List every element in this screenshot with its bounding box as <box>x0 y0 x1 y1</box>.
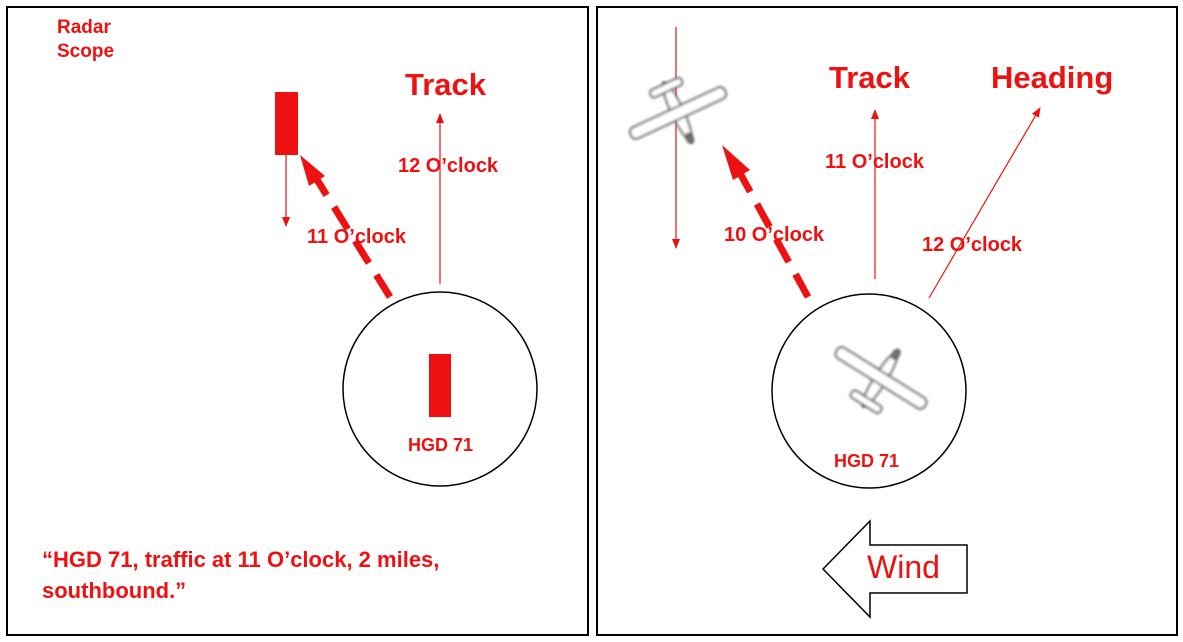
traffic-radar-target <box>275 92 298 155</box>
traffic-bearing-arrowhead <box>300 155 325 186</box>
traffic-clock-label-right: 10 O’clock <box>724 224 825 246</box>
track-label: Track <box>405 67 487 102</box>
atc-transmission-text: “HGD 71, traffic at 11 O’clock, 2 miles,… <box>42 547 440 603</box>
track-label-right: Track <box>829 60 911 95</box>
callsign-label-right: HGD 71 <box>834 451 900 471</box>
own-aircraft-circle <box>342 291 538 487</box>
own-aircraft-circle-right <box>771 293 967 489</box>
heading-label: Heading <box>991 60 1114 95</box>
radar-scope-label-line1: Radar <box>57 17 111 38</box>
wind-label: Wind <box>867 549 940 585</box>
wind-arrow-icon <box>821 519 968 619</box>
heading-clock-label: 12 O’clock <box>922 234 1023 256</box>
traffic-bearing-dashed-line-right <box>737 173 812 299</box>
traffic-clock-label: 11 O’clock <box>307 226 406 248</box>
callsign-label: HGD 71 <box>408 435 474 455</box>
track-clock-label: 12 O’clock <box>398 155 499 177</box>
own-heading-arrow <box>928 107 1041 299</box>
traffic-bearing-dashed-line <box>313 176 393 299</box>
airplane-icon <box>628 76 728 145</box>
own-aircraft-radar-target <box>429 354 451 417</box>
airplane-icon <box>834 346 928 415</box>
track-clock-label-right: 11 O’clock <box>825 151 924 173</box>
radar-scope-label-line2: Scope <box>57 41 115 62</box>
traffic-bearing-arrowhead-right <box>722 145 750 180</box>
radar-scope-label: Radar Scope <box>57 16 114 64</box>
